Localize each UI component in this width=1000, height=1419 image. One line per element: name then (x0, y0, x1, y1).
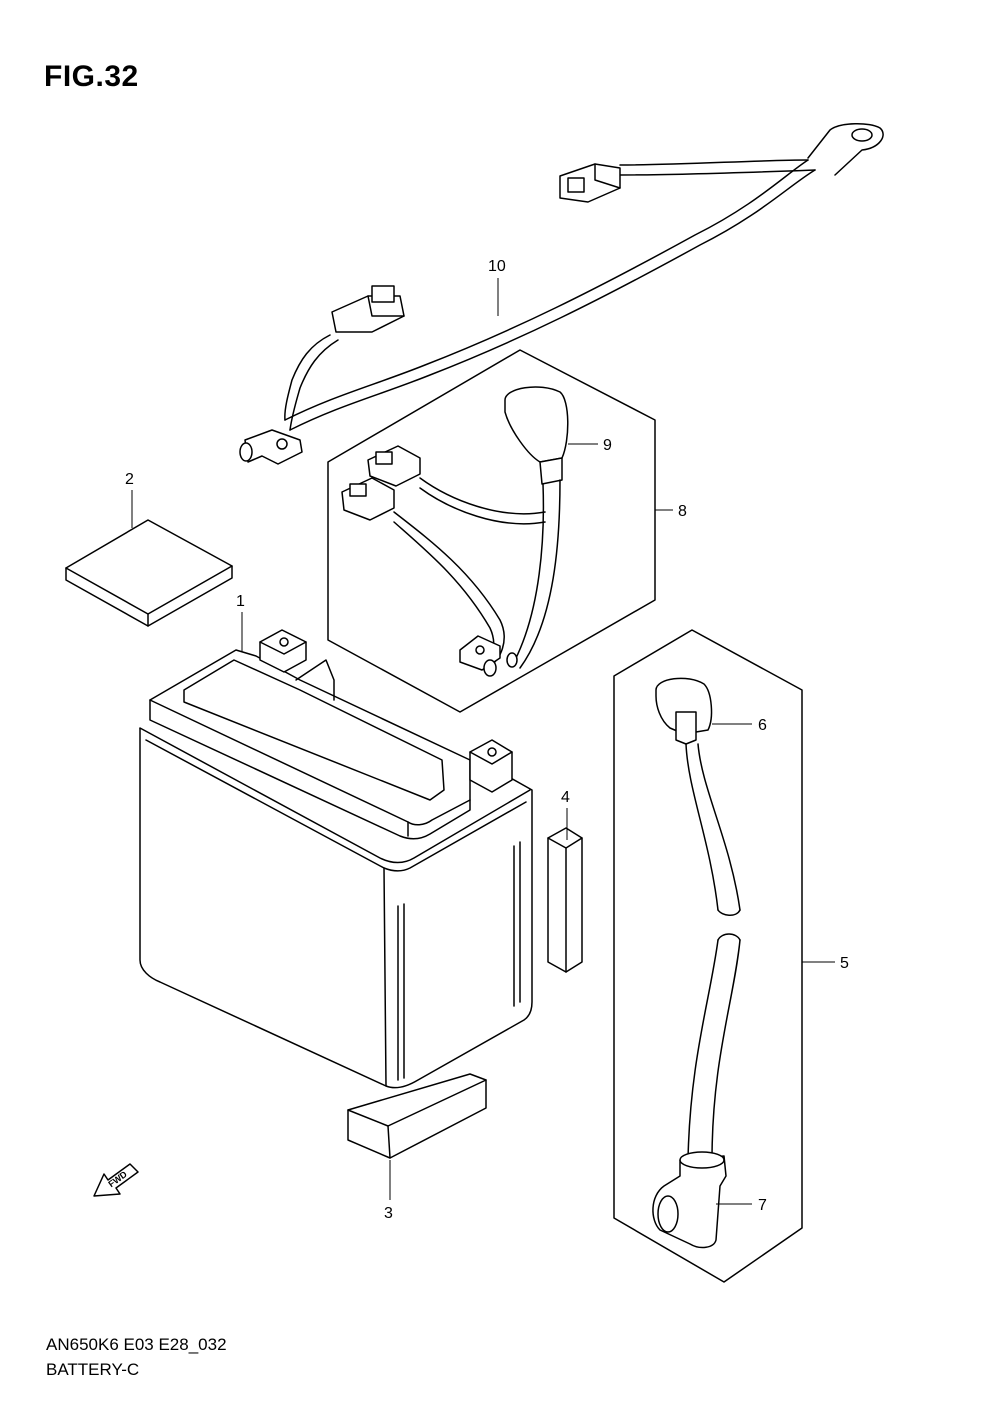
callout-5: 5 (840, 955, 849, 972)
battery-pad-part-2 (65, 519, 233, 627)
forward-arrow-icon: FWD (93, 1163, 139, 1197)
pad-part-3 (347, 1073, 487, 1159)
diagram-name: BATTERY-C (46, 1360, 140, 1379)
callout-1: 1 (236, 593, 245, 610)
callout-4: 4 (561, 789, 570, 806)
wiring-harness-part-10 (239, 123, 884, 465)
cable-assembly-part-8 (341, 386, 569, 677)
negative-cable-part-5 (652, 677, 741, 1249)
callout-7: 7 (758, 1197, 767, 1214)
pad-part-4 (547, 827, 583, 973)
figure-title: FIG.32 (44, 60, 139, 93)
battery-part-1 (139, 629, 533, 1089)
callout-9: 9 (603, 437, 612, 454)
callout-8: 8 (678, 503, 687, 520)
cable-panel-part-5 (613, 629, 803, 1283)
callout-6: 6 (758, 717, 767, 734)
sub-assembly-panel-part-8 (327, 349, 656, 713)
callout-2: 2 (125, 471, 134, 488)
callout-10: 10 (488, 258, 506, 275)
callout-3: 3 (384, 1205, 393, 1222)
diagram-code: AN650K6 E03 E28_032 (46, 1335, 227, 1354)
